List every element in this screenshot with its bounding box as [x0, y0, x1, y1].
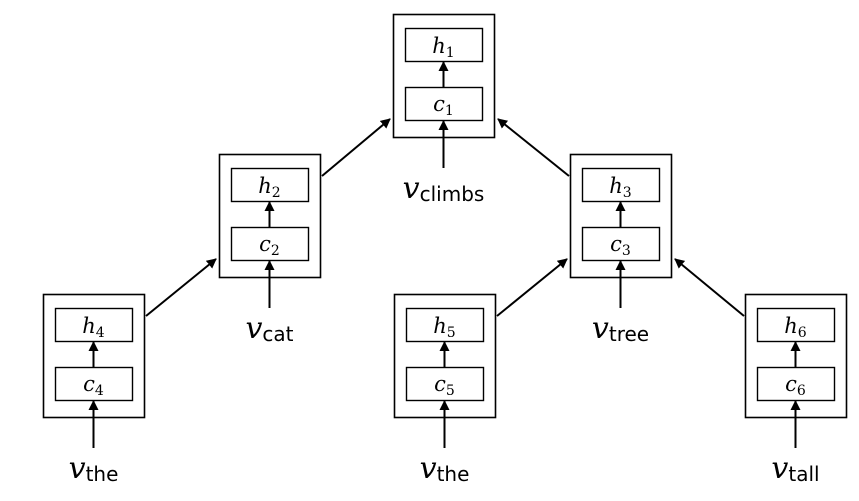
tree-edge-n4-to-n2	[145, 258, 217, 317]
memory-cell-label-6-symbol: c	[785, 372, 797, 396]
memory-cell-label-2-symbol: c	[259, 232, 271, 256]
hidden-state-label-4-symbol: h	[82, 314, 96, 338]
hidden-state-label-4-subscript: 4	[96, 325, 105, 341]
input-label-the-subscript: the	[86, 462, 119, 486]
input-label-climbs: vclimbs	[403, 171, 485, 206]
input-label-the: vthe	[69, 451, 119, 486]
memory-cell-label-2: c2	[259, 232, 280, 259]
hidden-state-label-6-symbol: h	[784, 314, 798, 338]
edges-layer	[145, 118, 745, 317]
memory-cell-box	[756, 366, 836, 402]
hidden-state-box	[581, 167, 661, 203]
input-label-the-symbol: v	[420, 451, 437, 486]
tree-edge-n3-to-n1	[497, 118, 570, 177]
memory-cell-label-3: c3	[610, 232, 631, 259]
hidden-state-label-2-symbol: h	[258, 174, 272, 198]
input-label-cat-symbol: v	[245, 311, 262, 346]
memory-cell-label-6-subscript: 6	[797, 383, 806, 399]
memory-cell-label-5-subscript: 5	[446, 383, 455, 399]
hidden-state-label-1: h1	[432, 34, 454, 61]
memory-cell-label-1-symbol: c	[433, 92, 445, 116]
memory-cell-box	[404, 86, 484, 122]
memory-cell-label-1: c1	[433, 92, 454, 119]
input-label-tall-symbol: v	[771, 451, 788, 486]
hidden-state-label-6-subscript: 6	[798, 325, 807, 341]
hidden-state-label-2-subscript: 2	[272, 185, 281, 201]
memory-cell-label-5-symbol: c	[434, 372, 446, 396]
memory-cell-label-4: c4	[83, 372, 104, 399]
input-label-tree-symbol: v	[592, 311, 609, 346]
hidden-state-label-3: h3	[609, 174, 631, 201]
input-label-climbs-symbol: v	[403, 171, 420, 206]
input-label-tree: vtree	[592, 311, 649, 346]
input-label-cat-subscript: cat	[262, 322, 293, 346]
hidden-state-label-3-symbol: h	[609, 174, 623, 198]
memory-cell-box	[405, 366, 485, 402]
memory-cell-box	[581, 226, 661, 262]
memory-cell-label-3-symbol: c	[610, 232, 622, 256]
input-label-the-subscript: the	[437, 462, 470, 486]
memory-cell-label-5: c5	[434, 372, 455, 399]
memory-cell-label-4-subscript: 4	[95, 383, 104, 399]
hidden-state-label-5-symbol: h	[433, 314, 447, 338]
memory-cell-label-1-subscript: 1	[445, 103, 454, 119]
hidden-state-label-1-subscript: 1	[446, 45, 455, 61]
tree-edge-n2-to-n1	[321, 118, 391, 177]
hidden-state-label-5: h5	[433, 314, 455, 341]
tree-edge-n5-to-n3	[496, 258, 568, 317]
memory-cell-label-6: c6	[785, 372, 806, 399]
hidden-state-label-4: h4	[82, 314, 105, 341]
input-label-the-symbol: v	[69, 451, 86, 486]
hidden-state-label-2: h2	[258, 174, 280, 201]
hidden-state-label-3-subscript: 3	[623, 185, 632, 201]
memory-cell-label-2-subscript: 2	[271, 243, 280, 259]
hidden-state-label-5-subscript: 5	[447, 325, 456, 341]
hidden-state-box	[54, 307, 134, 343]
input-label-tree-subscript: tree	[609, 322, 649, 346]
hidden-state-box	[230, 167, 310, 203]
input-label-cat: vcat	[245, 311, 293, 346]
hidden-state-box	[405, 307, 485, 343]
tree-edge-n6-to-n3	[674, 258, 745, 317]
nodes-layer: h1c1vclimbsh2c2vcath3c3vtreeh4c4vtheh5c5…	[42, 13, 848, 486]
hidden-state-label-6: h6	[784, 314, 807, 341]
input-label-tall-subscript: tall	[788, 462, 819, 486]
input-label-the: vthe	[420, 451, 470, 486]
input-label-climbs-subscript: climbs	[420, 182, 485, 206]
input-label-tall: vtall	[771, 451, 819, 486]
memory-cell-label-4-symbol: c	[83, 372, 95, 396]
hidden-state-label-1-symbol: h	[432, 34, 446, 58]
memory-cell-label-3-subscript: 3	[622, 243, 631, 259]
